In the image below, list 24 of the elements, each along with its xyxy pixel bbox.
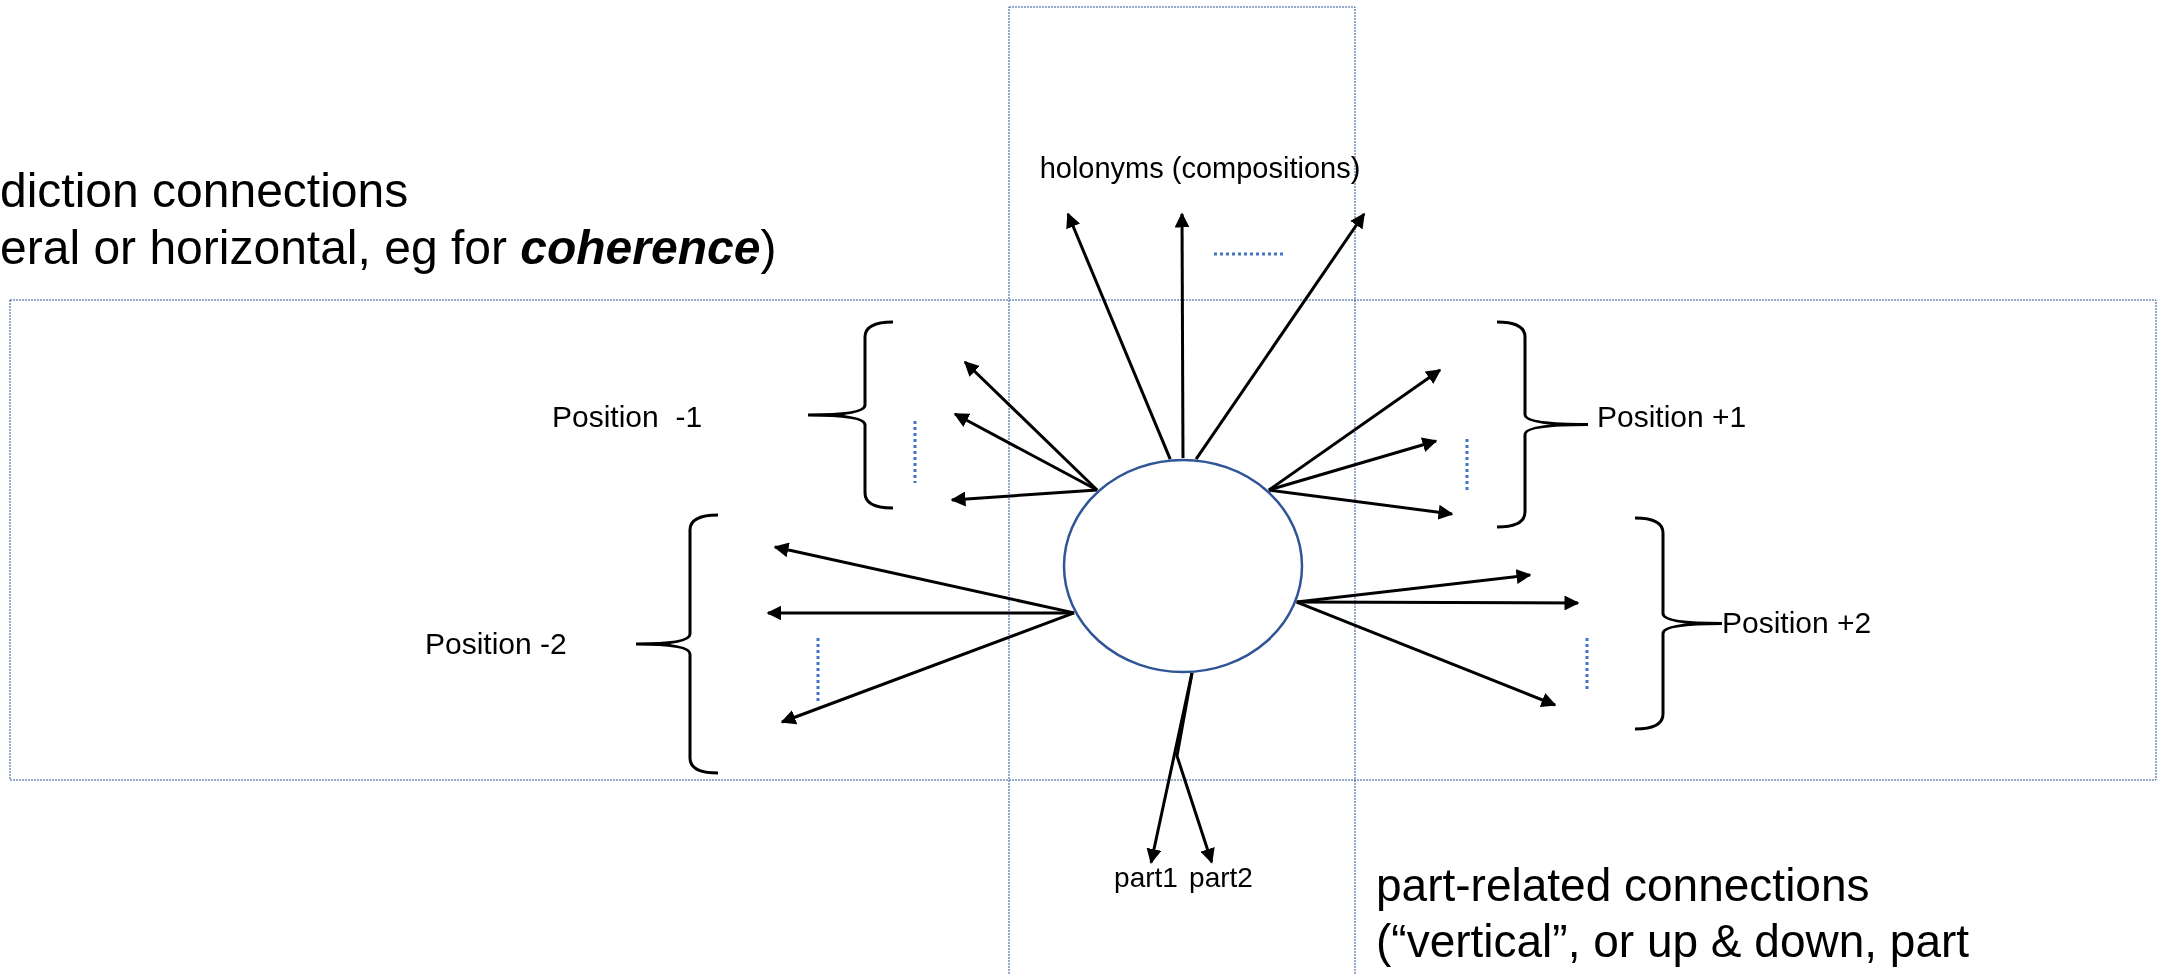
arrow (953, 412, 1098, 492)
position-label: Position -2 (425, 627, 567, 660)
position-label: Position +1 (1597, 400, 1747, 433)
arrow (1296, 569, 1532, 604)
arrow (950, 488, 1098, 507)
arrow (1175, 672, 1215, 864)
arrow (1194, 212, 1366, 460)
arrow (1296, 595, 1580, 611)
arrow (1268, 488, 1454, 520)
heading-text: diction connections (0, 165, 409, 218)
arrow (1066, 212, 1172, 460)
heading-text: part-related connections (1376, 860, 1870, 911)
position-label: Position -1 (552, 400, 703, 433)
arrow (780, 611, 1075, 725)
arrow (1174, 212, 1190, 458)
position-label: Position +2 (1722, 606, 1872, 639)
node-label: holonyms (compositions) (975, 152, 1425, 214)
arrow (1296, 600, 1557, 707)
heading-text: (“vertical”, or up & down, part (1376, 916, 1970, 967)
arrow (1268, 368, 1442, 492)
arrow (766, 605, 1075, 621)
arrow (1268, 437, 1438, 492)
heading-text: eral or horizontal, eg for coherence) (0, 222, 777, 275)
arrow (963, 360, 1099, 492)
